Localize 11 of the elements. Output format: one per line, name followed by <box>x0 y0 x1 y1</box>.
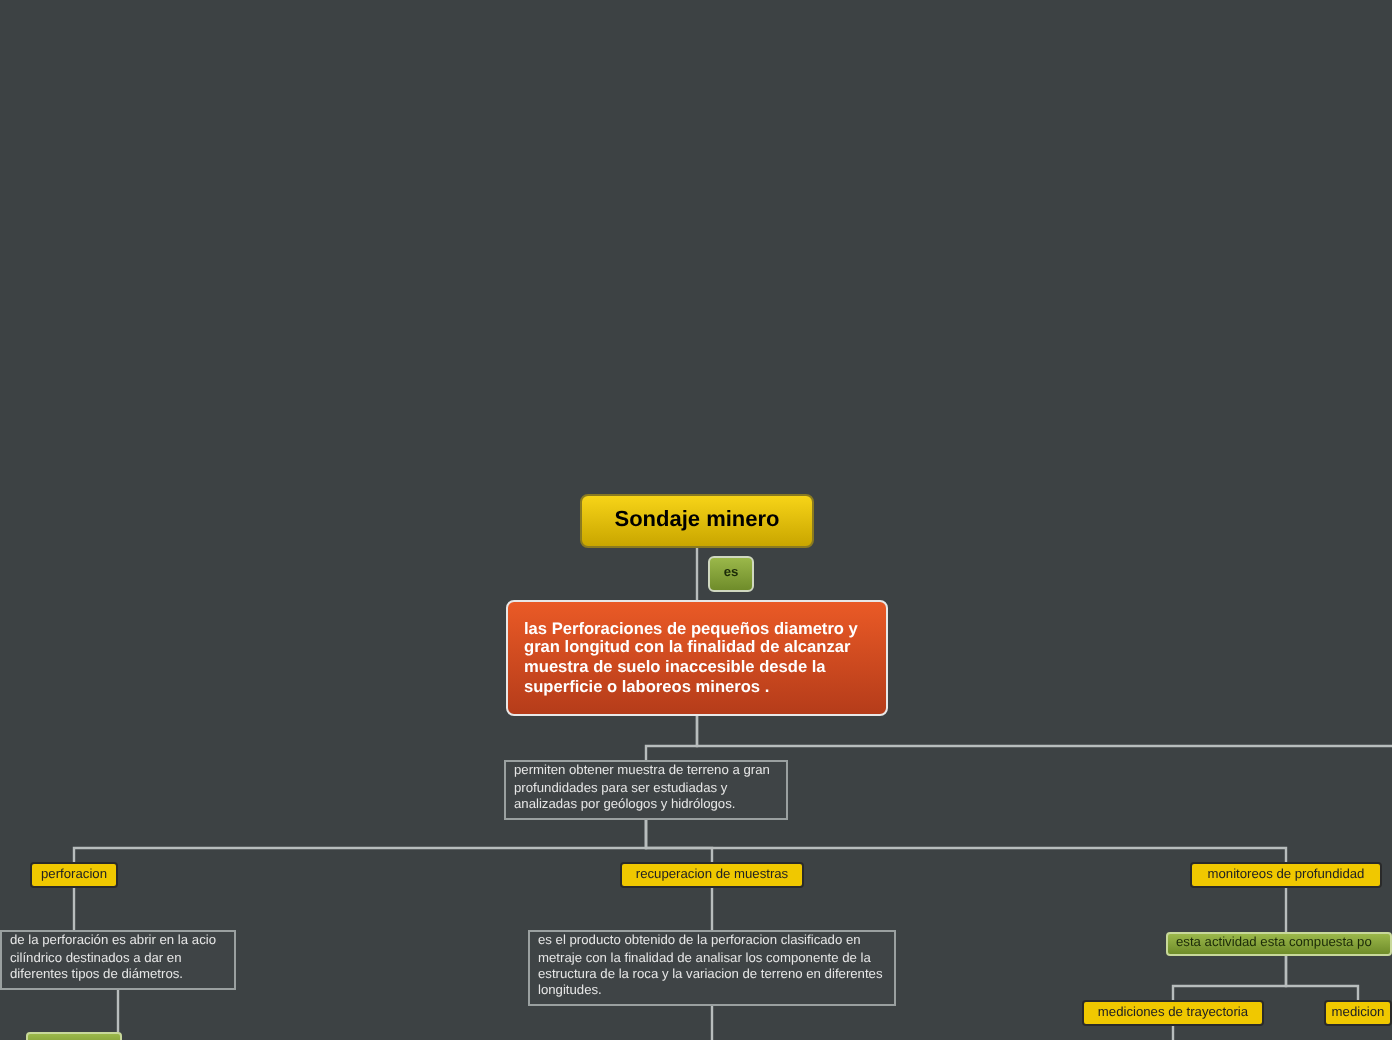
connector-line <box>644 820 1288 862</box>
connector-line <box>710 1006 714 1040</box>
connector-line <box>644 716 699 760</box>
connector-line <box>1284 888 1288 932</box>
connector-line <box>72 888 76 930</box>
connector-line <box>116 990 120 1032</box>
main-topic-box: las Perforaciones de pequeños diametro y gran longitud con la finalidad de alcanzar muestra de suelo inaccesible desde la superficie o laboreos mineros . <box>506 600 888 716</box>
topic-box: Sondaje minero <box>580 494 814 548</box>
connector-line <box>710 888 714 930</box>
connector-line <box>1284 956 1360 1000</box>
connector-line <box>695 548 699 600</box>
